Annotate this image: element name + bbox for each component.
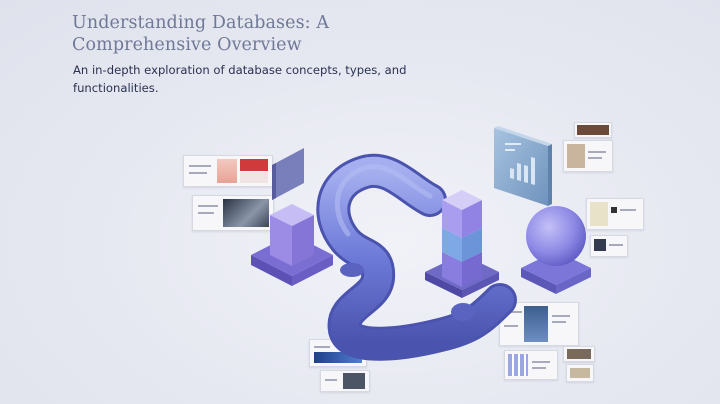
chart-panel-icon xyxy=(494,126,552,206)
stacked-cubes-icon xyxy=(425,190,499,298)
slide-title: Understanding Databases: A Comprehensive… xyxy=(72,13,330,55)
thumbnail-card[interactable] xyxy=(504,350,558,380)
cube-icon xyxy=(251,204,333,286)
thumbnail-card[interactable] xyxy=(192,195,274,231)
thumbnail-card[interactable] xyxy=(586,198,644,230)
thumbnail-card[interactable] xyxy=(320,370,370,392)
thumbnail-card[interactable] xyxy=(574,122,612,138)
thumbnail-card[interactable] xyxy=(563,140,613,172)
thumbnail-card[interactable] xyxy=(590,235,628,257)
pipe-illustration xyxy=(316,153,517,361)
sphere-icon xyxy=(521,206,591,294)
slide-subtitle: An in-depth exploration of database conc… xyxy=(73,63,407,95)
floating-panel-icon xyxy=(272,148,304,200)
thumbnail-card[interactable] xyxy=(566,364,594,382)
thumbnail-card[interactable] xyxy=(563,346,595,362)
